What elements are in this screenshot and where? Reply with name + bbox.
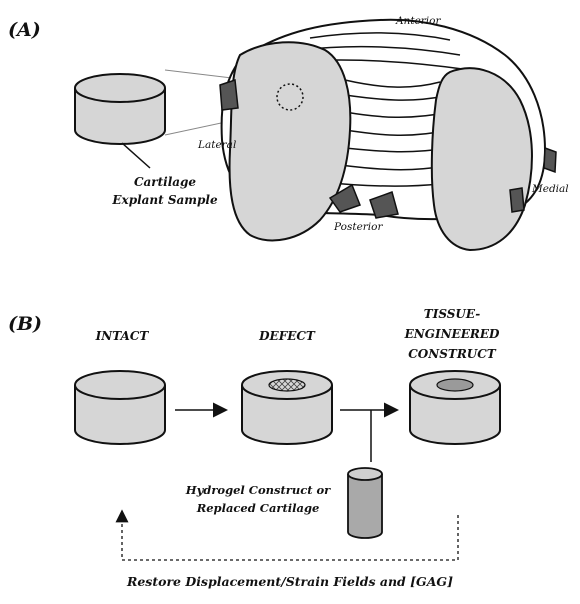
restore-caption: Restore Displacement/Strain Fields and [… [126,574,453,589]
explant-sample-cylinder [74,73,166,145]
hydrogel-label-line1: Hydrogel Construct or [185,483,331,497]
hydrogel-cylinder [347,467,383,539]
feedback-dashed-arrow [115,509,459,561]
tibial-plateau-illustration [219,18,557,252]
defect-cylinder [241,370,333,445]
panel-a-label: (A) [8,19,41,41]
intact-cylinder [74,370,166,445]
anterior-label: Anterior [395,15,441,27]
construct-implant [436,378,474,392]
te-title-line2: ENGINEERED [404,327,500,341]
defect-hole [268,378,306,392]
te-title-line3: CONSTRUCT [408,347,497,361]
intact-title: INTACT [95,329,150,343]
lateral-label: Lateral [197,139,236,151]
explant-leader-line [121,142,151,169]
posterior-label: Posterior [333,221,383,233]
medial-label: Medial [531,183,569,195]
explant-label-line2: Explant Sample [111,193,218,207]
te-title-line1: TISSUE- [424,307,480,321]
defect-title: DEFECT [258,329,316,343]
hydrogel-label-line2: Replaced Cartilage [196,501,320,515]
construct-cylinder [409,370,501,445]
explant-label-line1: Cartilage [134,175,196,189]
sample-location-circle [276,83,304,111]
panel-b-label: (B) [8,313,42,335]
